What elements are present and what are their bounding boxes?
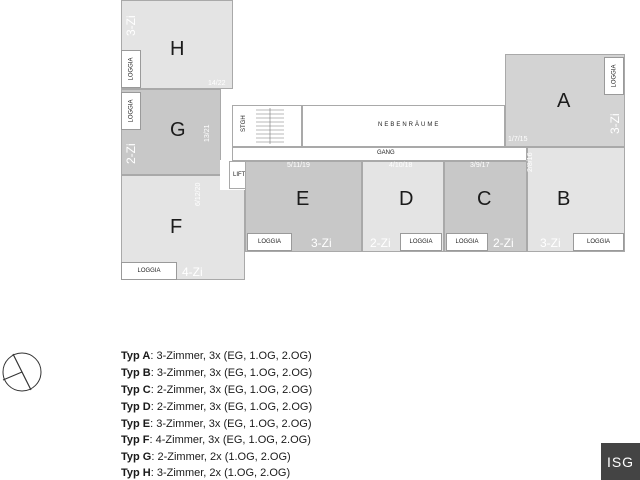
isg-logo: ISG xyxy=(601,443,640,480)
unit-h-numbers: 14/22 xyxy=(208,80,226,87)
compass-icon xyxy=(0,350,46,396)
loggia-e: LOGGIA xyxy=(247,233,292,251)
loggia-h: LOGGIA xyxy=(121,50,141,88)
unit-g-numbers: 13/21 xyxy=(204,124,211,142)
unit-b-rooms: 3-Zi xyxy=(540,236,561,250)
nebenraeume-label: NEBENRÄUME xyxy=(378,122,441,128)
loggia-g: LOGGIA xyxy=(121,92,141,130)
unit-e-letter: E xyxy=(296,188,310,210)
unit-b-letter: B xyxy=(557,188,571,210)
legend-row-c: Typ C: 2-Zimmer, 3x (EG, 1.OG, 2.OG) xyxy=(121,384,313,396)
unit-h-letter: H xyxy=(170,38,185,60)
unit-e-numbers: 5/11/19 xyxy=(287,162,310,169)
unit-a-numbers: 1/7/15 xyxy=(508,136,528,143)
stgh-label: STGH xyxy=(241,115,247,132)
legend-row-d: Typ D: 2-Zimmer, 3x (EG, 1.OG, 2.OG) xyxy=(121,401,313,413)
unit-e xyxy=(245,161,362,252)
unit-f-numbers: 6/12/20 xyxy=(195,182,202,206)
unit-f-rooms: 4-Zi xyxy=(182,265,203,279)
unit-f-letter: F xyxy=(170,216,183,238)
unit-d-letter: D xyxy=(399,188,414,210)
unit-c-letter: C xyxy=(477,188,492,210)
legend-row-a: Typ A: 3-Zimmer, 3x (EG, 1.OG, 2.OG) xyxy=(121,350,312,362)
unit-f xyxy=(121,175,245,280)
unit-a-rooms: 3-Zi xyxy=(608,113,622,134)
loggia-a: LOGGIA xyxy=(604,57,624,95)
legend-row-b: Typ B: 3-Zimmer, 3x (EG, 1.OG, 2.OG) xyxy=(121,367,313,379)
unit-g xyxy=(121,89,221,175)
unit-g-letter: G xyxy=(170,119,186,141)
unit-h-rooms: 3-Zi xyxy=(124,15,138,36)
gang xyxy=(232,147,527,161)
legend-row-g: Typ G: 2-Zimmer, 2x (1.OG, 2.OG) xyxy=(121,451,291,463)
legend-row-f: Typ F: 4-Zimmer, 3x (EG, 1.OG, 2.OG) xyxy=(121,434,311,446)
legend-row-h: Typ H: 3-Zimmer, 2x (1.OG, 2.OG) xyxy=(121,467,291,479)
unit-e-rooms: 3-Zi xyxy=(311,236,332,250)
loggia-d: LOGGIA xyxy=(400,233,442,251)
unit-g-rooms: 2-Zi xyxy=(124,143,138,164)
gang-label: GANG xyxy=(377,150,395,156)
loggia-c: LOGGIA xyxy=(446,233,488,251)
stairs-icon xyxy=(254,107,286,145)
unit-d-numbers: 4/10/18 xyxy=(389,162,413,169)
lift-label: LIFT xyxy=(233,172,246,178)
unit-c-rooms: 2-Zi xyxy=(493,236,514,250)
legend-row-e: Typ E: 3-Zimmer, 3x (EG, 1.OG, 2.OG) xyxy=(121,418,312,430)
loggia-b: LOGGIA xyxy=(573,233,624,251)
unit-a-letter: A xyxy=(557,90,571,112)
unit-b-numbers: 2/8/16 xyxy=(527,152,534,172)
unit-c-numbers: 3/9/17 xyxy=(470,162,490,169)
unit-d-rooms: 2-Zi xyxy=(370,236,391,250)
loggia-f: LOGGIA xyxy=(121,262,177,280)
nebenraeume xyxy=(302,105,505,147)
